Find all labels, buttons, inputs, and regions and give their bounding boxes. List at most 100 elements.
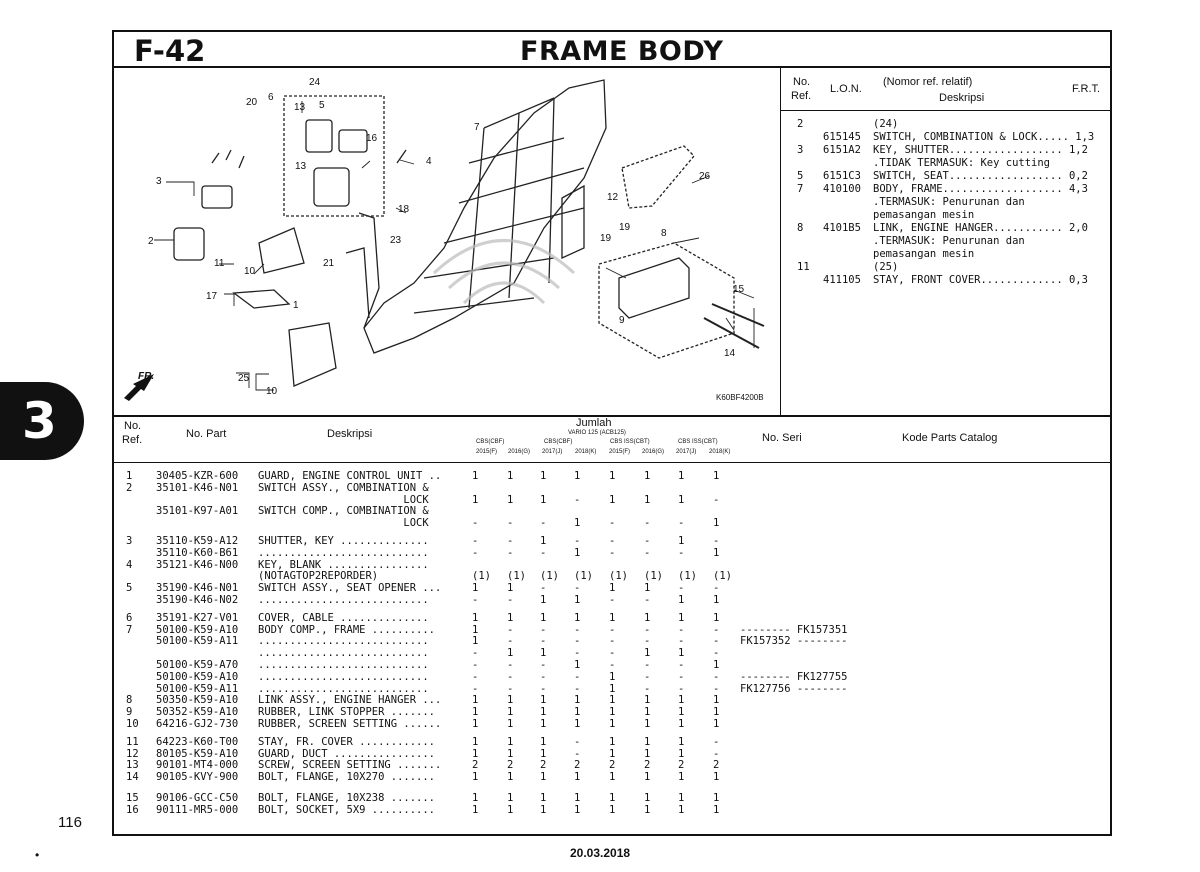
frt-ref: 3 (797, 144, 804, 156)
part-desc: SWITCH ASSY., COMBINATION & (258, 481, 429, 494)
serial-range: -------- FK127755 (740, 670, 848, 683)
qty-cell: 1 (644, 493, 651, 506)
qty-cell: 1 (609, 611, 616, 624)
qty-cell: 1 (678, 594, 685, 606)
screen-cover-box (621, 145, 695, 209)
front-stays (345, 212, 380, 329)
qty-cell: 1 (678, 694, 685, 707)
qty-cell: - (713, 670, 720, 683)
qty-cell: 1 (574, 594, 581, 606)
frt-row: 11(25) (781, 261, 1112, 274)
serial-range: FK157352 -------- (740, 635, 848, 648)
qty-cell: 1 (713, 517, 720, 530)
frt-frt-header: F.R.T. (1072, 83, 1101, 95)
callout-9: 9 (619, 315, 625, 326)
qty-cell: 1 (540, 611, 547, 624)
part-desc: ........................... (258, 594, 429, 606)
qty-cell: 1 (713, 694, 720, 707)
part-desc: ........................... (258, 659, 429, 671)
qty-cell: 1 (540, 535, 547, 547)
frt-table-header: No. Ref. L.O.N. (Nomor ref. relatif) Des… (781, 70, 1112, 110)
qty-cell: 1 (678, 735, 685, 748)
qty-cell: 1 (574, 470, 581, 482)
qty-cell: - (609, 517, 616, 530)
qty-cell: - (644, 682, 651, 695)
switch-assy-shape (173, 227, 205, 261)
qty-cell: 1 (678, 718, 685, 730)
qty-cell: 1 (472, 694, 479, 707)
qty-cell: - (507, 659, 514, 671)
qty-cell: 1 (472, 635, 479, 648)
qty-cell: 1 (644, 582, 651, 595)
year-header: 2018(K) (709, 449, 731, 455)
frt-lon: 4101B5 (823, 222, 861, 234)
part-number: 35190-K46-N02 (156, 594, 239, 606)
frt-row: .TIDAK TERMASUK: Key cutting (781, 157, 1112, 170)
frame-crossbars (413, 97, 585, 314)
qty-cell: 1 (644, 771, 651, 784)
frt-desc: .TERMASUK: Penurunan dan (873, 196, 1025, 208)
qty-cell: 1 (644, 611, 651, 624)
qty-cell: 1 (713, 594, 720, 606)
qty-cell: 1 (644, 718, 651, 730)
margin-dot: • (35, 848, 40, 862)
exploded-parts-diagram (124, 79, 765, 401)
qty-cell: - (540, 623, 547, 636)
qty-cell: - (713, 735, 720, 748)
qty-cell: 1 (472, 582, 479, 595)
qty-cell: - (713, 647, 720, 660)
qty-cell: - (507, 670, 514, 683)
parts-row: 35190-K46-N02...........................… (112, 594, 1112, 606)
qty-cell: 1 (678, 493, 685, 506)
qty-cell: - (574, 647, 581, 660)
qty-cell: - (678, 670, 685, 683)
part-number: 50100-K59-A11 (156, 682, 239, 695)
qty-cell: 1 (678, 470, 685, 482)
parts-row: 50100-K59-A11...........................… (112, 635, 1112, 647)
frt-lon: 615145 (823, 131, 861, 143)
qty-cell: - (609, 546, 616, 559)
qty-cell: 1 (507, 792, 514, 804)
qty-cell: 2 (472, 759, 479, 772)
part-desc: BOLT, SOCKET, 5X9 .......... (258, 803, 436, 816)
switch-assy-box (283, 95, 385, 217)
callout-2: 2 (148, 236, 154, 247)
parts-part-header: No. Part (186, 428, 227, 440)
part-desc: RUBBER, LINK STOPPER ....... (258, 706, 436, 719)
qty-cell: 1 (472, 470, 479, 482)
qty-cell: - (678, 546, 685, 559)
qty-cell: - (507, 517, 514, 530)
frt-desc: pemasangan mesin (873, 209, 975, 221)
callout-18: 18 (398, 204, 410, 215)
qty-cell: - (609, 535, 616, 547)
part-ref: 8 (126, 694, 133, 707)
callout-4: 4 (426, 156, 432, 167)
frt-desc-top: (Nomor ref. relatif) (883, 76, 973, 88)
part-number: 35101-K46-N01 (156, 481, 239, 494)
callout-19a: 19 (619, 222, 631, 233)
qty-cell: 1 (574, 659, 581, 671)
frt-desc: (24) (873, 118, 899, 130)
part-number: 90111-MR5-000 (156, 803, 239, 816)
callout-13a: 13 (294, 102, 306, 113)
qty-cell: - (540, 517, 547, 530)
qty-cell: 1 (609, 771, 616, 784)
qty-cell: 1 (609, 470, 616, 482)
qty-cell: - (644, 659, 651, 671)
frt-desc: BODY, FRAME................... 4,3 (873, 183, 1088, 195)
frt-desc: .TERMASUK: Penurunan dan (873, 235, 1025, 247)
part-desc: SCREW, SCREEN SETTING ....... (258, 759, 442, 772)
qty-cell: 1 (507, 647, 514, 660)
qty-cell: 1 (472, 803, 479, 816)
part-number: 35110-K60-B61 (156, 546, 239, 559)
qty-cell: 1 (678, 771, 685, 784)
